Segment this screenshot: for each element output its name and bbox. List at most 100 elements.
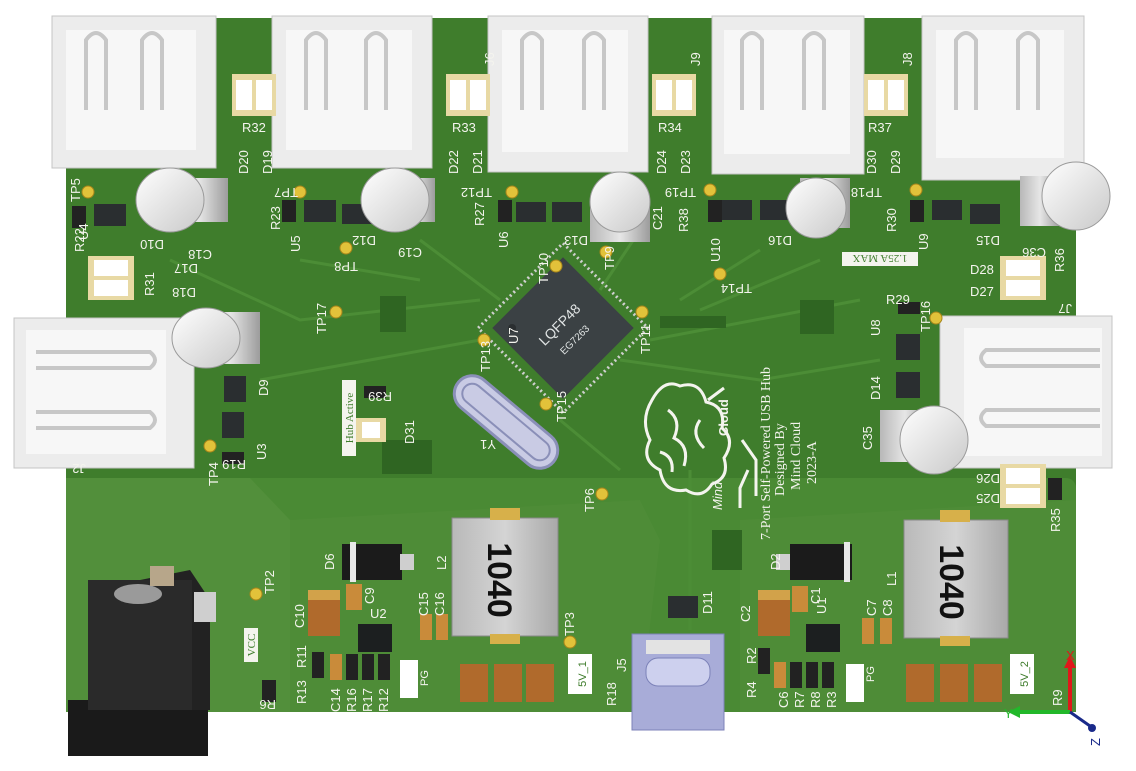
ref-d26: D26 [976, 471, 1000, 486]
logo-cloud-text: Cloud [716, 399, 731, 436]
ref-r9: R9 [1050, 689, 1065, 706]
ref-d17: D17 [174, 261, 198, 276]
ref-d22: D22 [446, 150, 461, 174]
mind-cloud-logo [644, 382, 758, 508]
ref-j6: J6 [482, 52, 497, 66]
ref-r16: R16 [344, 688, 359, 712]
ref-c35: C35 [860, 426, 875, 450]
ref-y1: Y1 [480, 437, 496, 452]
ref-r13: R13 [294, 680, 309, 704]
silkscreen-designators: R32 D20 D19 R33 J6 D22 D21 R34 J9 D24 D2… [68, 52, 1072, 712]
ref-c8: C8 [880, 599, 895, 616]
designed-by-text: Designed By [773, 423, 788, 496]
ref-tp17: TP17 [314, 303, 329, 334]
ref-r38: R38 [676, 208, 691, 232]
usb-c-port[interactable] [631, 633, 725, 731]
ref-c9: C9 [362, 587, 377, 604]
ref-tp11: TP11 [638, 324, 653, 354]
ref-u10: U10 [708, 238, 723, 262]
ref-u6: U6 [496, 231, 511, 248]
ref-d10: D10 [140, 237, 164, 252]
buck-ic-u1 [806, 624, 840, 652]
usb-a-port-2[interactable] [271, 15, 433, 169]
diode-d6 [342, 542, 414, 582]
ref-r36: R36 [1052, 248, 1067, 272]
ref-c15: C15 [416, 592, 431, 616]
ref-r30: R30 [884, 208, 899, 232]
ref-r12: R12 [376, 688, 391, 712]
dc-barrel-jack[interactable] [68, 566, 216, 756]
ref-r6: R6 [259, 697, 276, 712]
inductor-l1-value: 1040 [932, 544, 970, 620]
ref-r37: R37 [868, 120, 892, 135]
max-current-label: 1.25A MAX [842, 252, 918, 266]
ref-d24: D24 [654, 150, 669, 174]
ref-c19: C19 [398, 245, 422, 260]
pg-right-text: PG [865, 666, 877, 682]
ref-d27: D27 [970, 284, 994, 299]
ref-r19: R19 [222, 457, 246, 472]
ref-c7: C7 [864, 599, 879, 616]
ref-tp10: TP10 [536, 253, 551, 284]
ref-c36: C36 [1022, 245, 1046, 260]
usb-a-port-6[interactable] [13, 317, 195, 469]
ref-c14: C14 [328, 688, 343, 712]
vcc-label: VCC [244, 628, 258, 662]
ref-r7: R7 [792, 691, 807, 708]
ref-c1: C1 [808, 587, 823, 604]
ref-d13: D13 [564, 233, 588, 248]
ref-d16: D16 [768, 233, 792, 248]
ref-l2: L2 [434, 556, 449, 570]
ref-tp9: TP9 [602, 246, 617, 270]
ref-u2: U2 [370, 606, 387, 621]
ref-d20: D20 [236, 150, 251, 174]
inductor-l2: 1040 [451, 508, 559, 644]
ref-tp13: TP13 [478, 341, 493, 372]
tantalum-caps [308, 590, 1002, 702]
ref-d30: D30 [864, 150, 879, 174]
ref-r2: R2 [744, 647, 759, 664]
logo-wordmark: Mind Cloud [710, 399, 731, 510]
usb-a-port-7[interactable] [939, 315, 1113, 469]
usb-a-port-1[interactable] [51, 15, 217, 169]
axis-y-label: Y [1004, 706, 1013, 721]
sot-ics [94, 200, 1000, 618]
ref-d11: D11 [700, 591, 715, 614]
max-current-text: 1.25A MAX [852, 252, 907, 264]
ref-tp6: TP6 [582, 488, 597, 512]
ref-r4: R4 [744, 681, 759, 698]
ref-d12: D12 [352, 233, 376, 248]
ref-u5: U5 [288, 235, 303, 252]
ref-r11: R11 [294, 645, 309, 668]
usb-a-port-3[interactable] [487, 15, 649, 173]
axis-triad: X Y Z [1004, 648, 1103, 746]
usb-a-port-4[interactable] [711, 15, 865, 175]
ref-j9: J9 [688, 52, 703, 66]
ref-u7: U7 [506, 327, 521, 344]
ref-tp7: TP7 [274, 185, 298, 200]
ref-j2: J2 [72, 461, 86, 476]
ref-d28: D28 [970, 262, 994, 277]
ref-tp14: TP14 [721, 281, 752, 296]
ref-tp12: TP12 [461, 185, 492, 200]
ref-c6: C6 [776, 691, 791, 708]
usb-a-port-5[interactable] [921, 15, 1085, 181]
ref-r18: R18 [604, 682, 619, 706]
ref-tp19: TP19 [665, 185, 696, 200]
rail-5v1-label: 5V_1 [568, 654, 592, 694]
ref-d25: D25 [976, 491, 1000, 506]
ref-l1: L1 [884, 572, 899, 586]
ref-c16: C16 [432, 592, 447, 616]
ref-j8: J8 [900, 52, 915, 66]
ref-c10: C10 [292, 604, 307, 628]
ref-u4: U4 [76, 223, 91, 240]
diode-d2 [776, 542, 852, 582]
ref-tp3: TP3 [562, 612, 577, 636]
product-name-text: 7-Port Self-Powered USB Hub [759, 367, 774, 540]
led-pairs [88, 74, 1046, 508]
ref-d31: D31 [402, 420, 417, 444]
ref-d23: D23 [678, 150, 693, 174]
pg-label-left: PG [400, 660, 431, 698]
hub-active-text: Hub Active [344, 393, 356, 444]
